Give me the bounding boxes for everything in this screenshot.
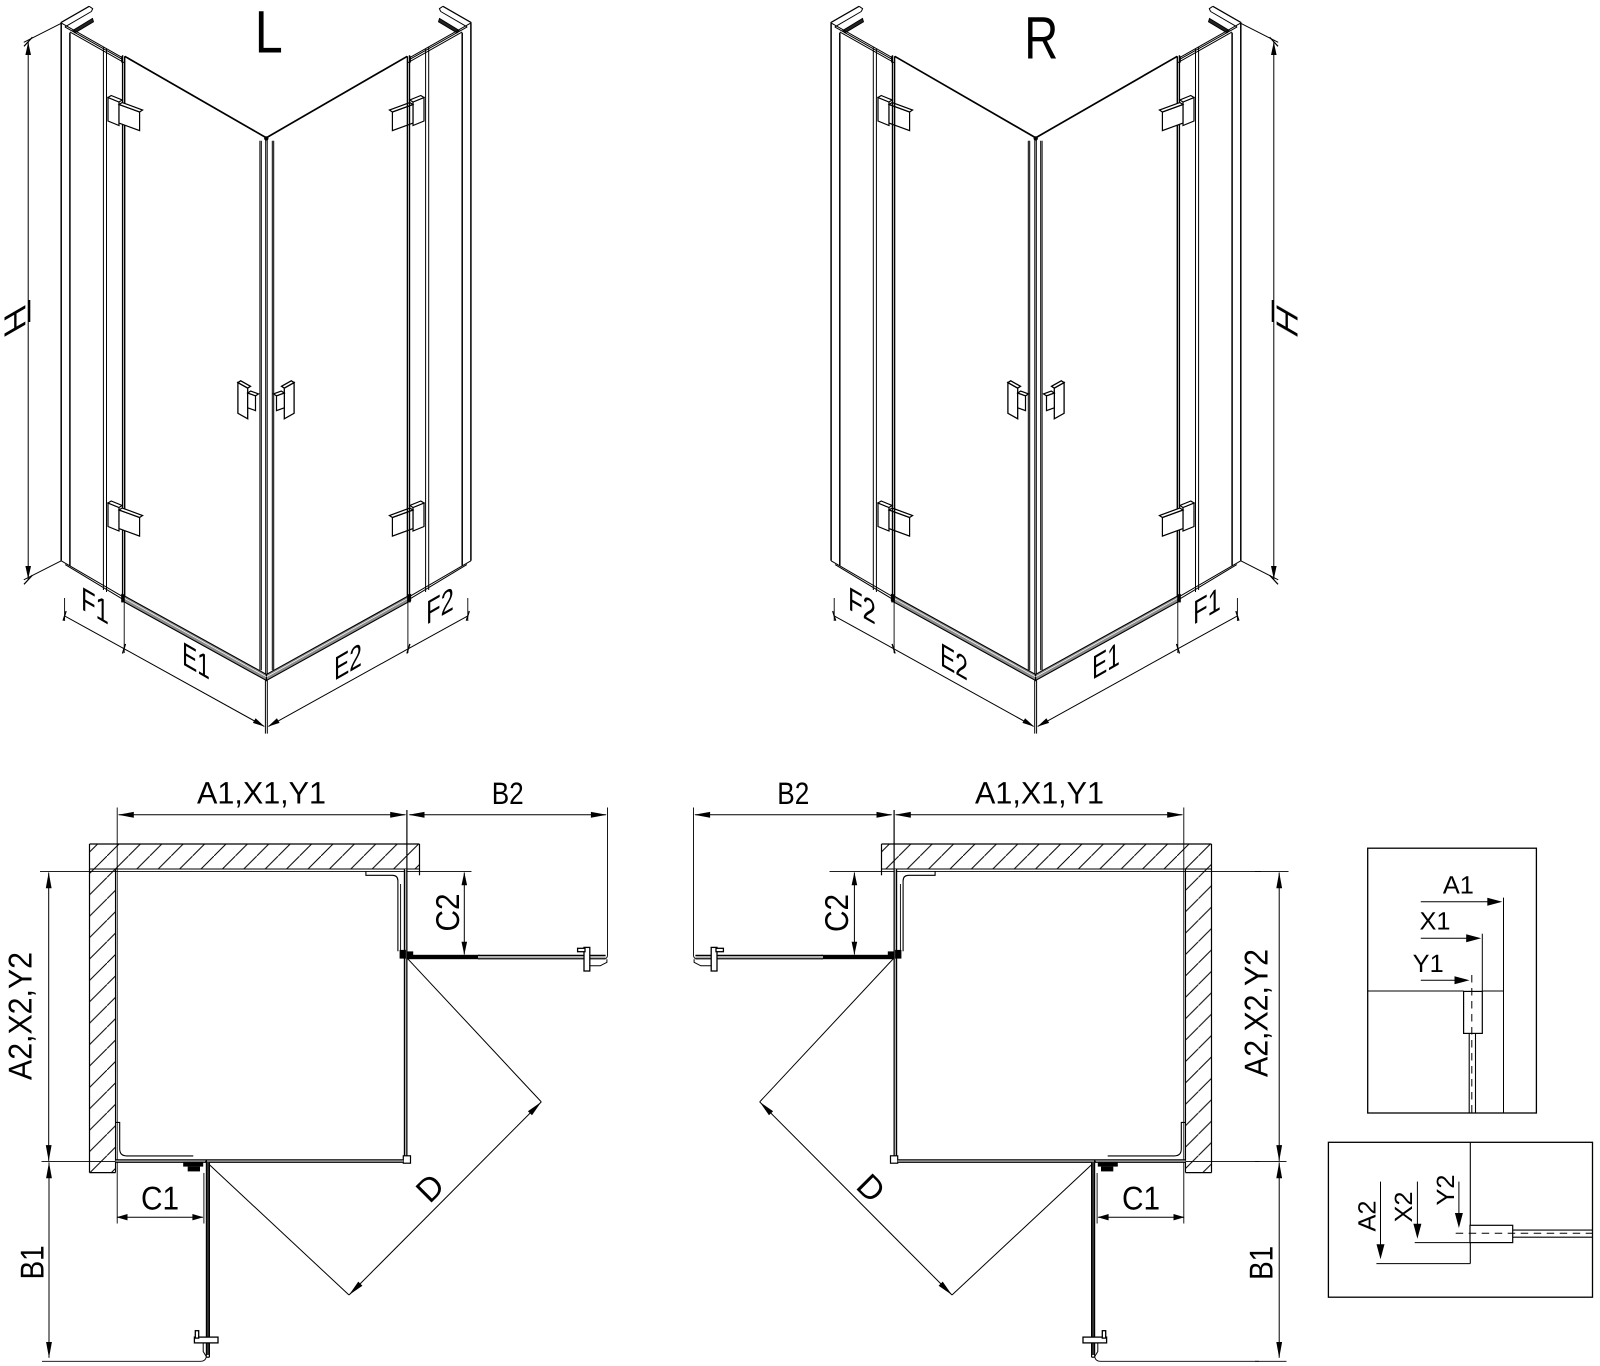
svg-text:L: L xyxy=(255,0,283,66)
svg-text:B1: B1 xyxy=(1242,1246,1279,1280)
svg-text:A2,X2,Y2: A2,X2,Y2 xyxy=(1238,949,1275,1077)
svg-text:B2: B2 xyxy=(777,776,809,811)
svg-text:A1,X1,Y1: A1,X1,Y1 xyxy=(975,776,1104,811)
svg-text:C2: C2 xyxy=(818,894,855,932)
svg-text:R: R xyxy=(1024,5,1058,72)
svg-text:C1: C1 xyxy=(1122,1180,1160,1217)
svg-text:A1: A1 xyxy=(1443,872,1474,900)
svg-text:A2,X2,Y2: A2,X2,Y2 xyxy=(2,952,39,1080)
svg-text:X2: X2 xyxy=(1390,1192,1418,1223)
svg-text:Y1: Y1 xyxy=(1413,950,1444,978)
svg-text:X1: X1 xyxy=(1420,908,1451,936)
svg-text:C1: C1 xyxy=(141,1180,179,1217)
svg-text:Y2: Y2 xyxy=(1432,1175,1460,1206)
svg-text:B2: B2 xyxy=(492,776,524,811)
svg-text:A2: A2 xyxy=(1354,1201,1382,1232)
svg-text:C2: C2 xyxy=(429,894,466,932)
svg-text:B1: B1 xyxy=(13,1245,50,1279)
svg-text:A1,X1,Y1: A1,X1,Y1 xyxy=(197,776,326,811)
